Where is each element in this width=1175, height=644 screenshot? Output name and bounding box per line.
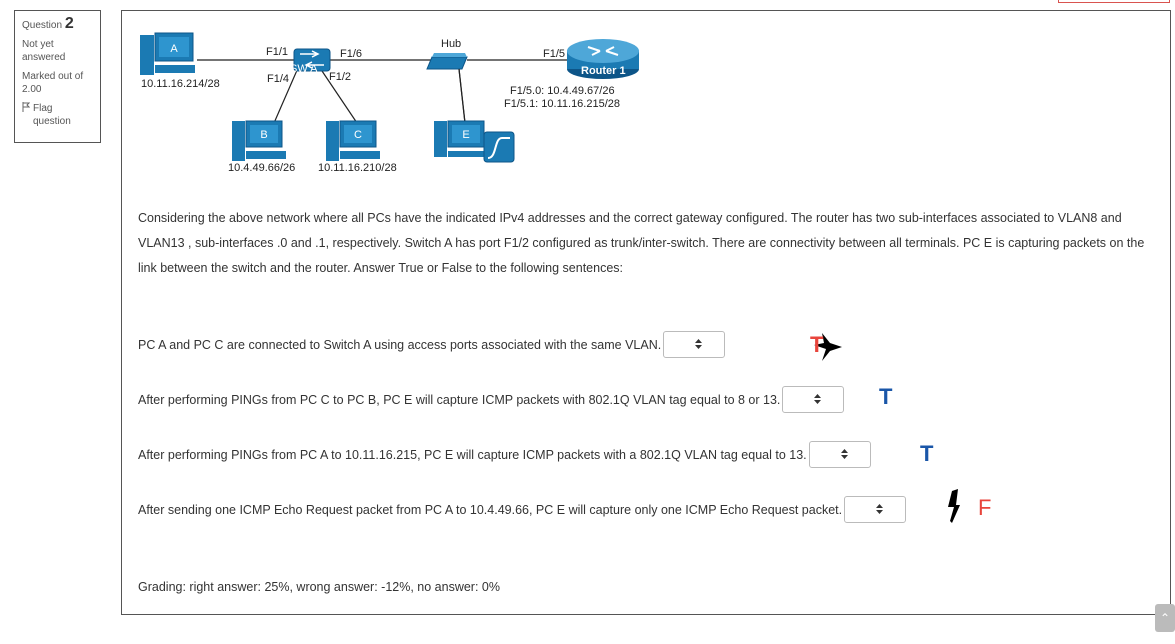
top-button-edge[interactable] <box>1058 0 1170 3</box>
pc-a-ip: 10.11.16.214/28 <box>141 78 220 90</box>
port-f15-label: F1/5 <box>543 48 565 60</box>
pc-e-icon: E <box>434 120 485 157</box>
scroll-up-icon[interactable]: ⌃ <box>1155 604 1175 632</box>
select-arrows-icon <box>695 338 703 351</box>
flag-question-label: Flag question <box>33 103 71 127</box>
answer-mark-2: T <box>879 384 893 409</box>
answer-select-3[interactable] <box>808 441 871 468</box>
statement-text: After performing PINGs from PC A to 10.1… <box>138 447 807 462</box>
select-arrows-icon <box>840 448 848 461</box>
select-arrows-icon <box>814 393 822 406</box>
question-grade: Marked out of 2.00 <box>22 71 84 95</box>
hub-label: Hub <box>441 38 461 50</box>
handwritten-scribble-1 <box>812 331 844 371</box>
select-arrows-icon <box>876 503 884 516</box>
pc-c-icon: C <box>326 120 380 161</box>
question-label: Question <box>22 20 63 31</box>
pc-b-label: B <box>260 129 267 141</box>
network-diagram: A 10.11.16.214/28 SW A F1/1 F1/6 F1/4 F1… <box>140 32 639 174</box>
answer-select-2[interactable] <box>782 386 845 413</box>
pc-b-icon: B <box>232 120 286 161</box>
statement-row-3: After performing PINGs from PC A to 10.1… <box>138 441 871 468</box>
pc-c-ip: 10.11.16.210/28 <box>318 162 397 174</box>
question-intro: Considering the above network where all … <box>138 211 1145 275</box>
answer-select-1[interactable] <box>663 331 726 358</box>
port-f14-label: F1/4 <box>267 73 289 85</box>
port-f11-label: F1/1 <box>266 46 288 58</box>
hub-icon <box>426 53 468 70</box>
packet-sniffer-icon <box>483 131 515 163</box>
question-info-box: Question 2 Not yet answered Marked out o… <box>14 10 101 143</box>
statement-row-2: After performing PINGs from PC C to PC B… <box>138 386 845 413</box>
flag-icon <box>22 102 31 116</box>
question-heading: Question 2 <box>22 15 93 32</box>
pc-c-label: C <box>354 129 362 141</box>
question-content: A 10.11.16.214/28 SW A F1/1 F1/6 F1/4 F1… <box>121 10 1171 615</box>
statement-text: After performing PINGs from PC C to PC B… <box>138 392 781 407</box>
switch-icon <box>293 48 331 72</box>
flag-question-link[interactable]: Flag question <box>22 102 93 128</box>
answer-mark-1: T <box>810 332 824 357</box>
statement-row-1: PC A and PC C are connected to Switch A … <box>138 331 726 358</box>
pc-b-ip: 10.4.49.66/26 <box>228 162 295 174</box>
answer-select-4[interactable] <box>844 496 907 523</box>
port-f16-label: F1/6 <box>340 48 362 60</box>
router-icon <box>567 39 639 79</box>
statement-row-4: After sending one ICMP Echo Request pack… <box>138 496 907 523</box>
question-status: Not yet answered <box>22 39 66 63</box>
pc-e-label: E <box>462 129 469 141</box>
pc-a-label: A <box>170 43 178 55</box>
statement-text: PC A and PC C are connected to Switch A … <box>138 337 662 352</box>
switch-name: SW A <box>290 63 318 75</box>
answer-mark-4: F <box>978 495 992 520</box>
pc-a-icon: A <box>140 32 195 75</box>
port-f12-label: F1/2 <box>329 71 351 83</box>
answer-mark-3: T <box>920 441 934 466</box>
router-label: Router 1 <box>581 65 626 77</box>
handwritten-scribble-4 <box>946 487 962 531</box>
router-if1-label: F1/5.1: 10.11.16.215/28 <box>504 98 620 110</box>
question-number: 2 <box>64 15 74 32</box>
statement-text: After sending one ICMP Echo Request pack… <box>138 502 843 517</box>
grading-info: Grading: right answer: 25%, wrong answer… <box>138 580 500 594</box>
router-if0-label: F1/5.0: 10.4.49.67/26 <box>510 85 615 97</box>
